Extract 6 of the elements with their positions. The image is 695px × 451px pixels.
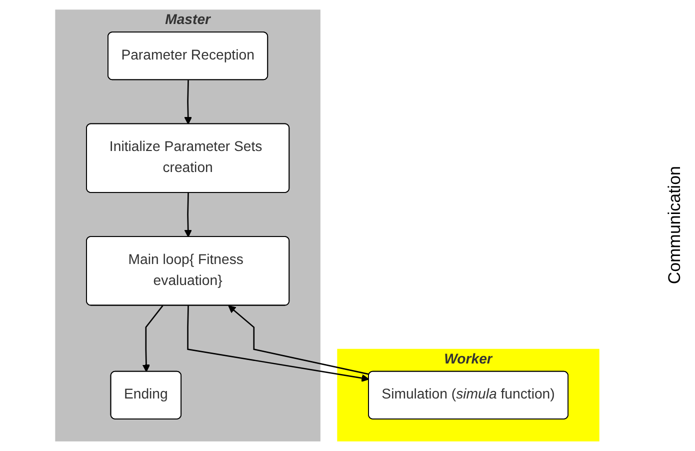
arrow bbox=[187, 306, 370, 382]
arrow bbox=[184, 192, 192, 238]
arrow bbox=[228, 305, 370, 375]
arrow bbox=[142, 305, 164, 372]
arrow bbox=[184, 80, 192, 125]
side-label: Communication bbox=[665, 166, 685, 285]
